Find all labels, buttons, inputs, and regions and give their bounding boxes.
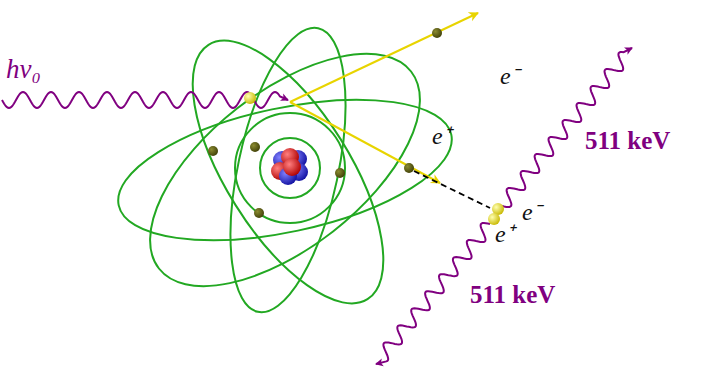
- positron-track: [290, 102, 440, 183]
- positron: [404, 163, 414, 173]
- positron-path: [414, 171, 490, 208]
- particle-label: e⁺: [432, 124, 451, 148]
- particle-label: e⁻: [500, 64, 519, 88]
- electron: [432, 28, 442, 38]
- orbital-electrons: [208, 142, 345, 218]
- particle-label: e⁺: [495, 222, 514, 246]
- nucleus: [271, 148, 308, 185]
- electron-track: [290, 13, 478, 102]
- energy-label: 511 keV: [585, 128, 670, 153]
- incident-photon: [2, 92, 288, 108]
- electron-orbits: [106, 10, 464, 332]
- particle-label: e⁻: [522, 200, 541, 224]
- photon-label: hν₀: [6, 56, 41, 83]
- ejected-electron: [244, 92, 256, 104]
- energy-label: 511 keV: [470, 282, 555, 307]
